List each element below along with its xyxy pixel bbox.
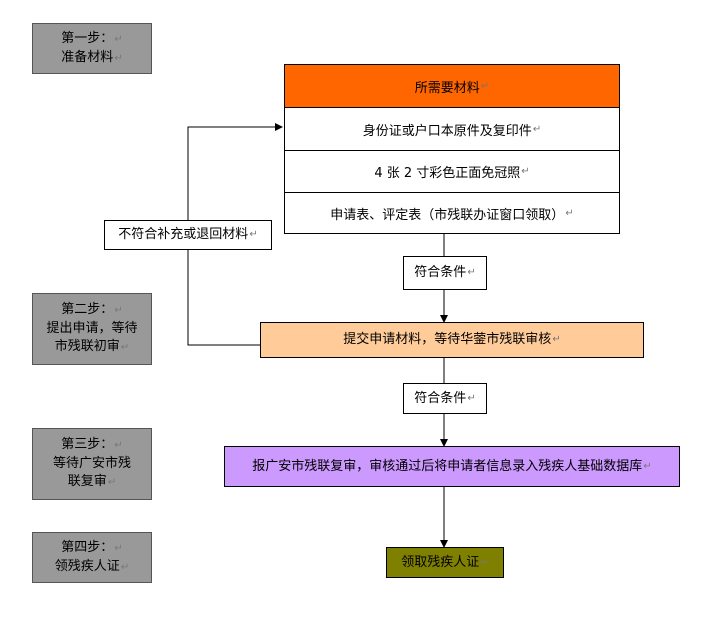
receive-certificate-box: 领取残疾人证↵ [386,547,504,578]
pass-condition-2: 符合条件↵ [403,383,487,414]
step-2-label: 第二步：↵ 提出申请，等待 市残联初审↵ [32,293,152,365]
step-1-label: 第一步：↵ 准备材料↵ [32,23,152,74]
materials-table: 所需要材料↵ 身份证或户口本原件及复印件↵ 4 张 2 寸彩色正面免冠照↵ 申请… [284,64,620,234]
materials-item-id: 身份证或户口本原件及复印件↵ [285,107,619,150]
review-box: 报广安市残联复审，审核通过后将申请者信息录入残疾人基础数据库↵ [224,446,680,487]
materials-header: 所需要材料↵ [285,65,619,107]
materials-item-photo: 4 张 2 寸彩色正面免冠照↵ [285,150,619,192]
reject-label: 不符合补充或退回材料↵ [104,220,272,250]
submit-application-box: 提交申请材料，等待华蓥市残联审核↵ [260,322,644,358]
step-4-label: 第四步：↵ 领残疾人证↵ [32,532,152,583]
step-3-label: 第三步：↵ 等待广安市残 联复审↵ [32,428,152,500]
materials-item-forms: 申请表、评定表（市残联办证窗口领取）↵ [285,192,619,234]
pass-condition-1: 符合条件↵ [403,256,487,290]
